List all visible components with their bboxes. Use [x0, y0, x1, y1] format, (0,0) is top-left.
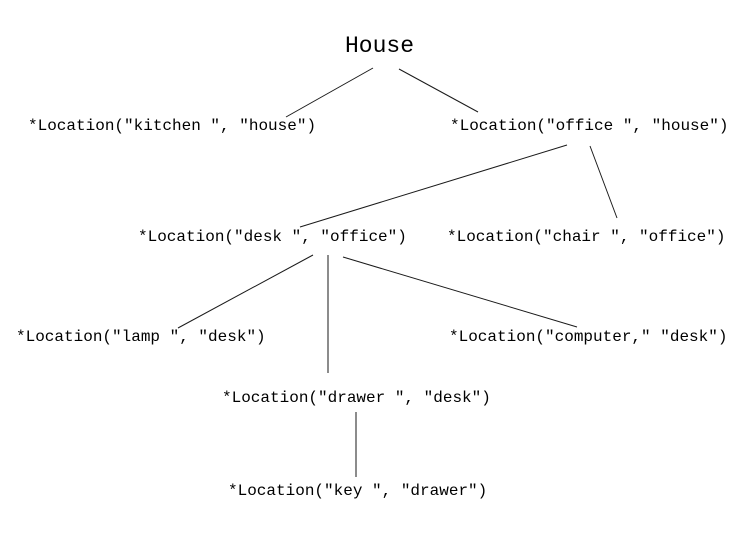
tree-node-desk: *Location("desk ", "office"): [138, 228, 407, 246]
tree-node-lamp: *Location("lamp ", "desk"): [16, 328, 266, 346]
edge-desk-computer: [342, 256, 578, 328]
tree-node-kitchen: *Location("kitchen ", "house"): [28, 117, 317, 135]
edge-house-office: [398, 68, 479, 113]
edge-office-chair: [589, 145, 618, 219]
tree-node-computer: *Location("computer," "desk"): [449, 328, 728, 346]
edge-office-desk: [299, 144, 568, 228]
tree-node-chair: *Location("chair ", "office"): [447, 228, 726, 246]
tree-node-house: House: [345, 33, 415, 59]
tree-node-key: *Location("key ", "drawer"): [228, 482, 488, 500]
edge-house-kitchen: [285, 67, 374, 118]
tree-node-drawer: *Location("drawer ", "desk"): [222, 389, 491, 407]
edge-desk-lamp: [177, 254, 314, 329]
tree-node-office: *Location("office ", "house"): [450, 117, 729, 135]
